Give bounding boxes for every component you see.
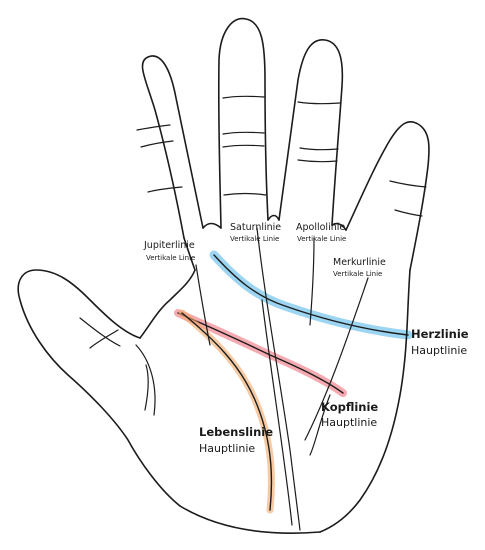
saturn-line: [256, 227, 301, 531]
label-lebenslinie: Lebenslinie Hauptlinie: [199, 425, 273, 455]
label-kopflinie: Kopflinie Hauptlinie: [321, 400, 378, 429]
herzlinie-name: Herzlinie: [411, 327, 469, 341]
apollolinie-type: Vertikale Linie: [297, 235, 346, 243]
heart-line-highlight: [209, 250, 413, 340]
jupiterlinie-type: Vertikale Linie: [146, 254, 195, 262]
merkurlinie-name: Merkurlinie: [333, 257, 386, 268]
mercury-line: [304, 277, 369, 441]
kopflinie-name: Kopflinie: [321, 400, 378, 414]
hand-outline: [17, 17, 430, 534]
mercury-line-lower: [309, 394, 331, 456]
label-jupiterlinie: Jupiterlinie Vertikale Linie: [143, 240, 195, 262]
lebenslinie-type: Hauptlinie: [199, 442, 255, 455]
kopflinie-type: Hauptlinie: [321, 416, 377, 429]
jupiter-line: [195, 264, 211, 346]
label-apollolinie: Apollolinie Vertikale Linie: [296, 222, 346, 243]
finger-creases: [79, 95, 427, 416]
jupiterlinie-name: Jupiterlinie: [143, 240, 195, 251]
apollo-line: [309, 237, 315, 326]
saturnlinie-type: Vertikale Linie: [230, 235, 279, 243]
saturnlinie-name: Saturnlinie: [230, 222, 281, 233]
label-merkurlinie: Merkurlinie Vertikale Linie: [333, 257, 386, 278]
label-saturnlinie: Saturnlinie Vertikale Linie: [230, 222, 281, 243]
lebenslinie-name: Lebenslinie: [199, 425, 273, 439]
apollolinie-name: Apollolinie: [296, 222, 345, 233]
label-herzlinie: Herzlinie Hauptlinie: [411, 327, 469, 357]
life-line-highlight: [178, 309, 275, 514]
vertical-lines: [195, 227, 369, 531]
head-line-highlight: [174, 309, 347, 397]
merkurlinie-type: Vertikale Linie: [333, 270, 382, 278]
herzlinie-type: Hauptlinie: [411, 344, 467, 357]
saturn-line-extension: [261, 299, 293, 526]
